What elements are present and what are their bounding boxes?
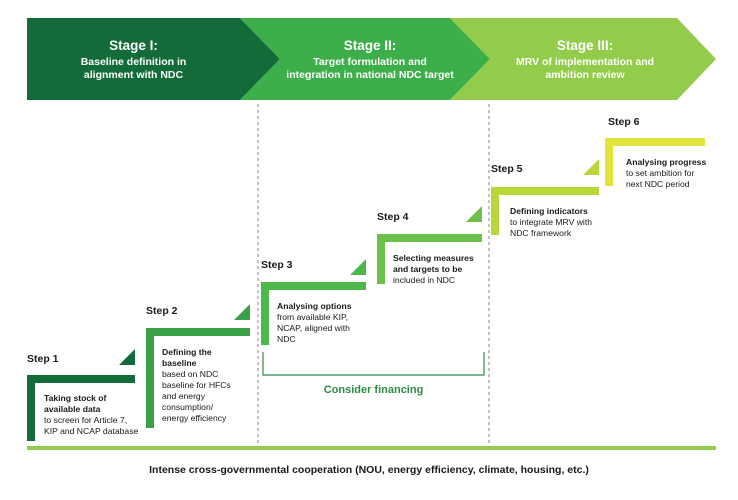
stage-3-subtitle-line2: ambition review [545,69,625,81]
step-2-description: Defining the baseline based on NDC basel… [162,347,231,424]
footer-bar [27,446,716,450]
stage-3-subtitle-line1: MRV of implementation and [515,56,655,68]
step-6-label: Step 6 [608,116,640,128]
stage-2-title: Stage II: [343,38,397,53]
step-5-text-line2: NDC framework [510,228,572,238]
step-5-label: Step 5 [491,163,523,175]
step-2-text-line3: and energy [162,391,206,401]
footer-text: Intense cross-governmental cooperation (… [149,464,589,476]
step-3-triangle [350,259,366,275]
step-2-text-line2: baseline for HFCs [162,380,231,390]
step-2-bar [146,328,250,336]
step-3-text-line1: from available KIP, [277,312,349,322]
step-1-text-line1: to screen for Article 7, [44,415,128,425]
step-3-label: Step 3 [261,259,293,271]
step-3-description: Analysing options from available KIP, NC… [277,301,351,345]
step-4-description: Selecting measures and targets to be inc… [393,253,474,286]
step-5-description: Defining indicators to integrate MRV wit… [510,206,592,239]
step-6-description: Analysing progress to set ambition for n… [626,157,706,190]
step-5-bold-line1: Defining indicators [510,206,588,216]
step-5-bar [491,187,599,195]
stage-2-subtitle-line1: Target formulation and [313,56,427,68]
step-6-text-line2: next NDC period [626,179,690,189]
step-4-label: Step 4 [377,211,409,223]
step-2-triangle [234,304,250,320]
step-6-bold-line1: Analysing progress [626,157,707,167]
step-3-text-line3: NDC [277,334,296,344]
step-4-edge [377,234,385,284]
step-4-bar [377,234,482,242]
consider-financing-label: Consider financing [323,384,424,396]
step-2-text-line4: consumption/ [162,402,214,412]
stage-2-subtitle-line2: integration in national NDC target [286,69,454,81]
stage-1-subtitle-line2: alignment with NDC [83,69,184,81]
stage-3-title: Stage III: [556,38,614,53]
step-5-text-line1: to integrate MRV with [510,217,592,227]
step-3-text-line2: NCAP, aligned with [277,323,350,333]
step-2-text-line5: energy efficiency [162,413,227,423]
step-1-bold-line1: Taking stock of [44,393,107,403]
step-4-triangle [466,206,482,222]
stage-1-banner [27,18,280,100]
step-5-edge [491,187,499,235]
step-1-label: Step 1 [27,353,59,365]
step-1-description: Taking stock of available data to screen… [44,393,138,437]
step-4-text-line1: included in NDC [393,275,456,285]
stage-3-banner [450,18,716,100]
step-1-bar [27,375,135,383]
step-4-bold-line2: and targets to be [393,264,463,274]
financing-bracket [262,352,485,376]
step-3-bold-line1: Analysing options [277,301,352,311]
step-1-edge [27,375,35,441]
stage-1-title: Stage I: [109,38,158,53]
stage-1-subtitle-line1: Baseline definition in [80,56,187,68]
step-2-bold-line2: baseline [162,358,197,368]
step-2-text-line1: based on NDC [162,369,219,379]
step-6-bar [605,138,705,146]
step-1-triangle [119,349,135,365]
step-4-bold-line1: Selecting measures [393,253,474,263]
step-6-text-line1: to set ambition for [626,168,695,178]
stage-2-banner [240,18,490,100]
step-6-edge [605,138,613,186]
step-1-text-line2: KIP and NCAP database [44,426,139,436]
step-2-edge [146,328,154,428]
step-2-bold-line1: Defining the [162,347,212,357]
step-3-bar [261,282,366,290]
step-2-label: Step 2 [146,305,178,317]
step-1-bold-line2: available data [44,404,101,414]
step-3-edge [261,282,269,345]
step-5-triangle [583,159,599,175]
